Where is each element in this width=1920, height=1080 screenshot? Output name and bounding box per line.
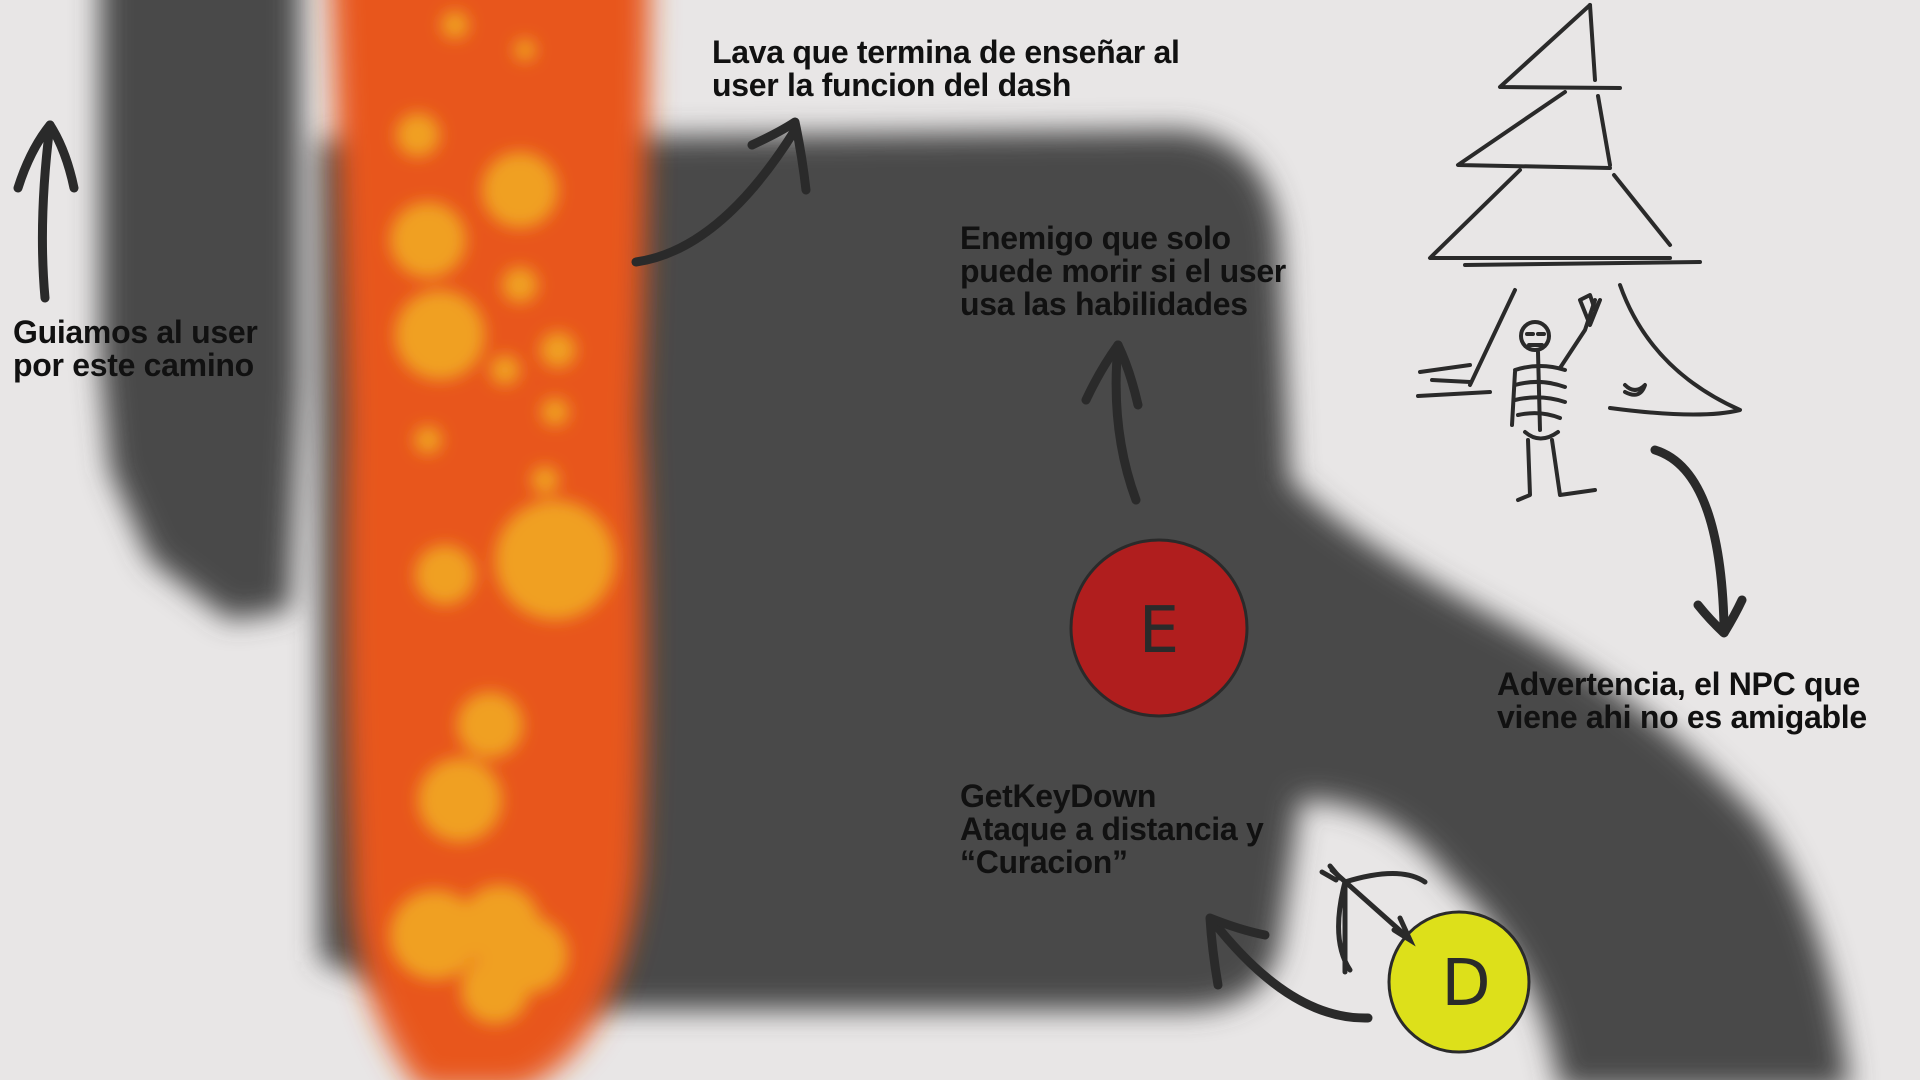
lava-note-line-2: user la funcion del dash bbox=[712, 67, 1072, 103]
arrow-up-enemy-icon bbox=[1081, 340, 1143, 505]
arrow-to-lava-note-icon bbox=[631, 117, 811, 267]
lava-bubbles bbox=[390, 11, 615, 1024]
enemy-token: E bbox=[1069, 538, 1249, 718]
player-note-line-3: “Curacion” bbox=[960, 844, 1128, 880]
enemy-note-line-3: usa las habilidades bbox=[960, 286, 1248, 322]
enemy-note-line-2: puede morir si el user bbox=[960, 253, 1286, 289]
enemy-note: Enemigo que solo puede morir si el user … bbox=[960, 222, 1286, 321]
path-note-line-2: por este camino bbox=[13, 347, 254, 383]
enemy-token-circle bbox=[1069, 538, 1249, 718]
path-note: Guiamos al user por este camino bbox=[13, 316, 258, 382]
path-note-line-1: Guiamos al user bbox=[13, 314, 258, 350]
lava-note: Lava que termina de enseñar al user la f… bbox=[712, 36, 1180, 102]
arrow-down-npc-icon bbox=[1650, 445, 1747, 638]
player-token-letter: D bbox=[1441, 947, 1490, 1021]
enemy-note-line-1: Enemigo que solo bbox=[960, 220, 1231, 256]
npc-skeleton-under-tree-icon bbox=[1416, 3, 1742, 502]
player-ability-note: GetKeyDown Ataque a distancia y “Curacio… bbox=[960, 778, 1264, 880]
player-note-line-1: GetKeyDown bbox=[960, 778, 1157, 814]
player-token: D bbox=[1387, 910, 1531, 1054]
player-note-line-2: Ataque a distancia y bbox=[960, 811, 1264, 847]
bow-and-arrow-icon bbox=[1319, 863, 1428, 975]
arrow-player-ability-icon bbox=[1205, 913, 1373, 1023]
player-token-circle bbox=[1387, 910, 1531, 1054]
npc-note-line-2: viene ahi no es amigable bbox=[1497, 699, 1867, 735]
lava-note-line-1: Lava que termina de enseñar al bbox=[712, 34, 1180, 70]
lava-river bbox=[331, 0, 650, 1080]
npc-note-line-1: Advertencia, el NPC que bbox=[1497, 666, 1860, 702]
enemy-token-letter: E bbox=[1139, 594, 1179, 668]
npc-warning-note: Advertencia, el NPC que viene ahi no es … bbox=[1497, 668, 1867, 734]
arrow-up-path-icon bbox=[13, 120, 79, 303]
